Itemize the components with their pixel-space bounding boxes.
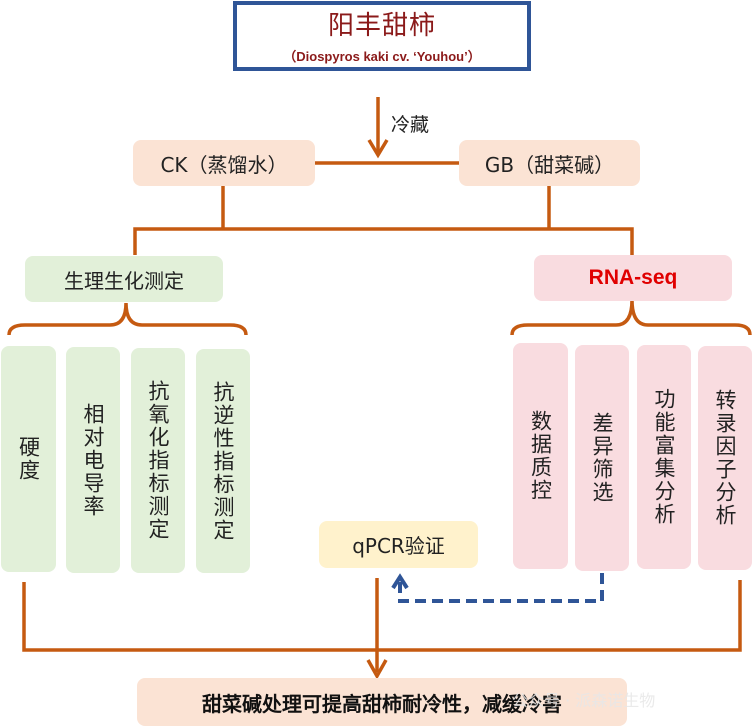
rnaseq-brace	[510, 299, 752, 336]
title-subtitle: （Diospyros kaki cv. ‘Youhou’）	[283, 49, 481, 64]
control-group-box: CK（蒸馏水）	[133, 140, 315, 186]
qpcr-validation-label: qPCR验证	[352, 534, 445, 558]
treatment-group-box: GB（甜菜碱）	[459, 140, 640, 186]
physio-item: 硬度	[1, 346, 56, 572]
left-bottom-line	[22, 580, 742, 652]
rnaseq-item-label: 差异筛选	[590, 412, 614, 504]
conclusion-arrow-head	[366, 659, 388, 680]
physio-item-label: 硬度	[16, 436, 41, 482]
rnaseq-item: 数据质控	[513, 343, 568, 569]
watermark: 公众号 · 派森诺生物	[512, 691, 656, 710]
physio-item-label: 相对电导率	[81, 402, 105, 518]
physio-item-label: 抗氧化指标测定	[146, 380, 170, 541]
rnaseq-item: 差异筛选	[575, 345, 629, 571]
rnaseq-item-label: 数据质控	[528, 410, 553, 502]
rnaseq-item-label: 功能富集分析	[652, 388, 676, 526]
rnaseq-branch-label: RNA-seq	[588, 266, 678, 289]
rnaseq-item: 功能富集分析	[637, 345, 691, 569]
branch-split-line	[133, 227, 634, 255]
physio-brace	[7, 302, 248, 336]
cold-storage-arrow	[367, 97, 389, 159]
treatment-group-label: GB（甜菜碱）	[484, 152, 615, 177]
rnaseq-item-label: 转录因子分析	[713, 389, 737, 527]
validation-dashed-arrow	[391, 573, 604, 603]
qpcr-validation-box: qPCR验证	[319, 521, 478, 568]
physio-branch-label: 生理生化测定	[64, 268, 184, 293]
title-box: 阳丰甜柿 （Diospyros kaki cv. ‘Youhou’）	[233, 1, 531, 71]
rnaseq-item: 转录因子分析	[698, 346, 752, 570]
physio-item: 抗氧化指标测定	[131, 348, 185, 573]
rnaseq-branch-box: RNA-seq	[534, 255, 732, 301]
physio-item: 相对电导率	[66, 347, 120, 573]
cold-storage-label: 冷藏	[391, 114, 430, 136]
physio-item-label: 抗逆性指标测定	[211, 380, 235, 542]
conclusion-box: 甜菜碱处理可提高甜柿耐冷性，减缓冷害	[137, 678, 627, 726]
control-group-label: CK（蒸馏水）	[160, 152, 288, 177]
physio-branch-box: 生理生化测定	[25, 256, 223, 302]
conclusion-label: 甜菜碱处理可提高甜柿耐冷性，减缓冷害	[202, 691, 562, 716]
title-main: 阳丰甜柿	[327, 11, 436, 41]
physio-item: 抗逆性指标测定	[196, 349, 250, 573]
